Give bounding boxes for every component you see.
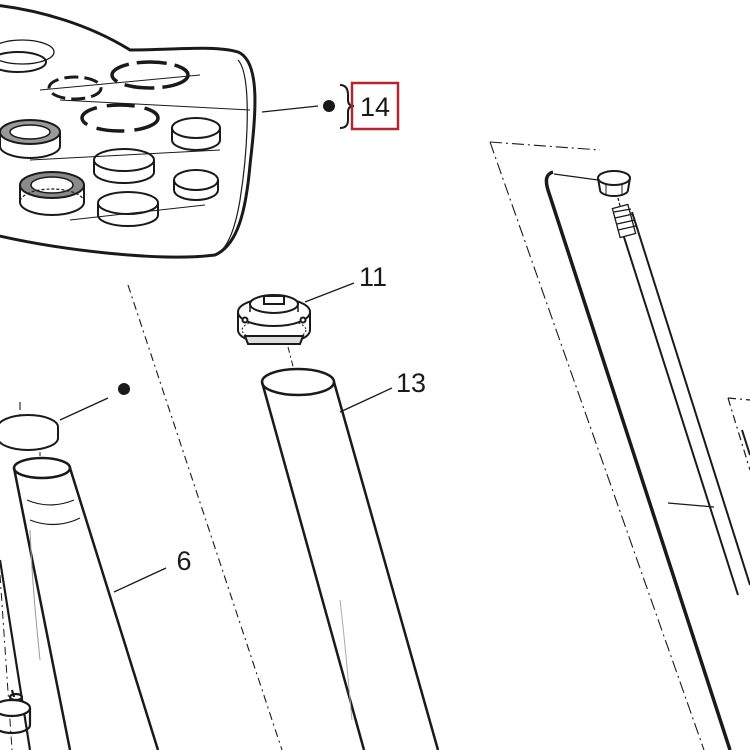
right-edge-partial bbox=[727, 397, 750, 471]
callout-14: 14 bbox=[261, 81, 400, 131]
inner-tube-13 bbox=[260, 367, 440, 750]
top-cap-11 bbox=[237, 294, 311, 345]
label-6: 6 bbox=[176, 546, 191, 576]
damper-rod bbox=[544, 170, 750, 750]
label-14: 14 bbox=[360, 92, 390, 122]
callout-14-highlight-box bbox=[350, 81, 400, 131]
right-dashed-guide bbox=[489, 141, 705, 750]
callout-dot-left bbox=[118, 383, 130, 395]
dust-seal-lower bbox=[19, 171, 85, 216]
rod-threaded-tip bbox=[611, 197, 637, 239]
label-11: 11 bbox=[359, 262, 387, 292]
left-lower-leg-partial bbox=[0, 559, 32, 750]
label-13: 13 bbox=[396, 368, 426, 398]
stanchion-tube-6 bbox=[12, 456, 160, 750]
seal-ring-set bbox=[0, 39, 221, 227]
left-ring bbox=[0, 414, 59, 451]
rod-nut bbox=[597, 170, 631, 197]
left-dashed-guides bbox=[19, 284, 283, 750]
dust-seal-upper bbox=[0, 119, 61, 159]
